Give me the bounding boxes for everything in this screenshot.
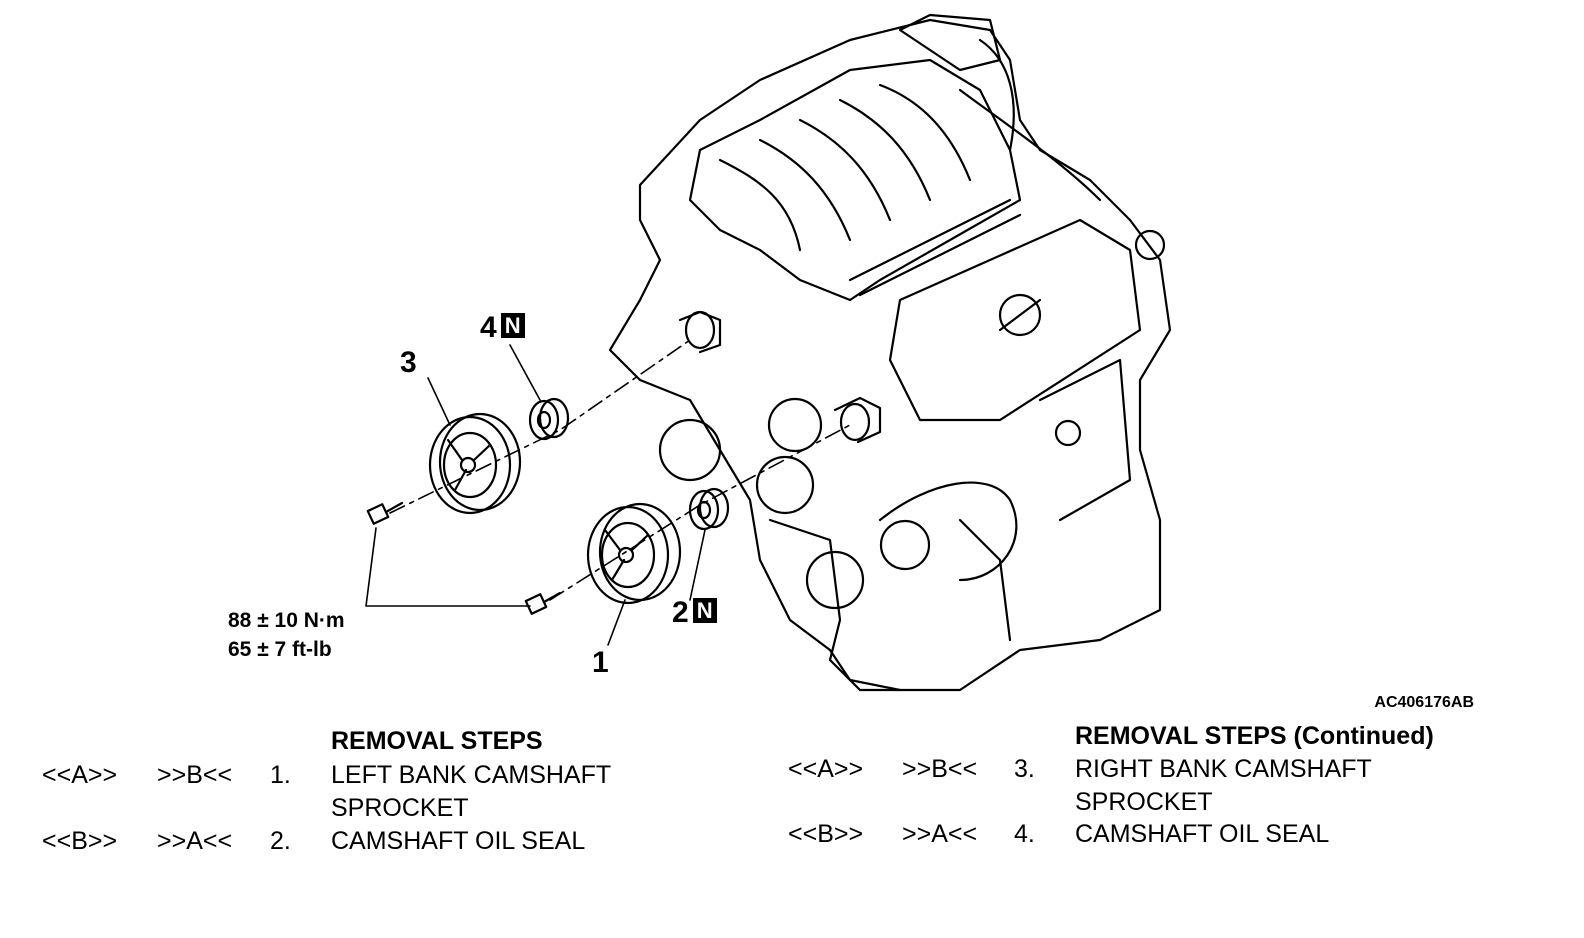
camshaft-oil-seal-4 — [528, 397, 570, 441]
engine-exploded-view — [365, 13, 1172, 692]
step-text-line: SPROCKET — [1075, 788, 1213, 816]
assembly-axis-lines — [389, 339, 851, 601]
step-text-line: CAMSHAFT OIL SEAL — [1075, 820, 1330, 848]
callout-leaders — [365, 344, 706, 646]
torque-spec: 88 ± 10 N·m 65 ± 7 ft-lb — [228, 606, 345, 664]
step-number: 4. — [1014, 820, 1035, 848]
torque-imperial: 65 ± 7 ft-lb — [228, 638, 332, 661]
step-text-line: LEFT BANK CAMSHAFT — [331, 761, 612, 789]
installation-service-point: >>A<< — [902, 820, 978, 848]
installation-service-point: >>B<< — [157, 761, 233, 789]
removal-steps-heading: REMOVAL STEPS — [331, 727, 543, 755]
removal-service-point: <<A>> — [788, 755, 864, 783]
torque-metric: 88 ± 10 N·m — [228, 609, 345, 632]
engine-block-illustration — [608, 13, 1172, 692]
new-part-badge-4: N — [500, 313, 525, 338]
new-part-badge-2: N — [692, 598, 717, 623]
left-bank-camshaft-sprocket — [586, 502, 682, 605]
right-bank-camshaft-sprocket — [428, 412, 522, 515]
callout-3: 3 — [400, 346, 417, 379]
step-text-line: RIGHT BANK CAMSHAFT — [1075, 755, 1372, 783]
step-text-line: CAMSHAFT OIL SEAL — [331, 827, 586, 855]
callout-2-number: 2 — [672, 596, 689, 629]
sprocket-bolts — [366, 501, 562, 615]
figure-id: AC406176AB — [1374, 694, 1474, 711]
removal-service-point: <<A>> — [42, 761, 118, 789]
step-number: 1. — [270, 761, 291, 789]
installation-service-point: >>B<< — [902, 755, 978, 783]
callout-4-number: 4 — [480, 311, 497, 344]
removal-service-point: <<B>> — [42, 827, 118, 855]
camshaft-oil-seal-2 — [688, 487, 730, 531]
step-text-line: SPROCKET — [331, 794, 469, 822]
removal-steps-continued-heading: REMOVAL STEPS (Continued) — [1075, 722, 1434, 750]
removal-service-point: <<B>> — [788, 820, 864, 848]
step-number: 3. — [1014, 755, 1035, 783]
step-number: 2. — [270, 827, 291, 855]
installation-service-point: >>A<< — [157, 827, 233, 855]
callout-1: 1 — [592, 646, 609, 679]
